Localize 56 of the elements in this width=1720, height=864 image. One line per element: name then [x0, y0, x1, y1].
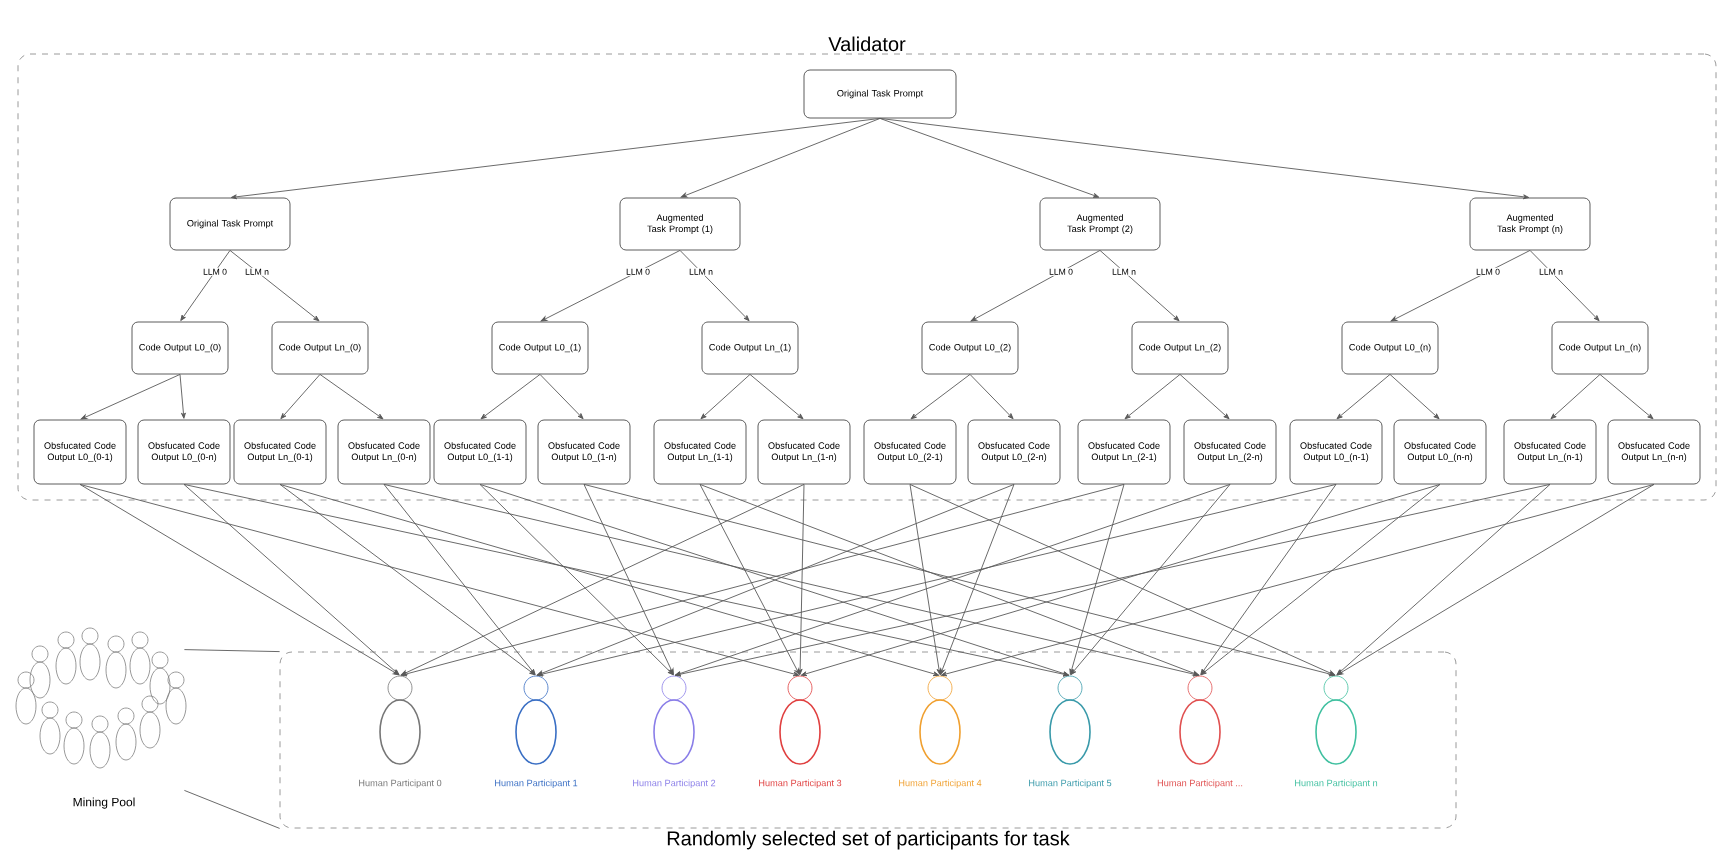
arrow	[229, 249, 320, 322]
arrow	[797, 483, 805, 675]
arrow	[479, 483, 674, 676]
arrow	[1200, 483, 1441, 676]
arrow	[179, 373, 186, 419]
arrow	[969, 373, 1014, 420]
arrow	[583, 483, 674, 675]
arrow	[679, 249, 750, 322]
arrow	[79, 483, 800, 677]
arrow	[319, 373, 384, 420]
arrow	[1200, 483, 1337, 676]
arrow	[940, 483, 1015, 675]
arrow	[1599, 373, 1654, 420]
arrow	[940, 483, 1655, 677]
arrow	[540, 249, 681, 322]
arrow	[910, 373, 971, 420]
node-label: Randomly selected set of participants for task	[667, 830, 1070, 850]
arrow	[909, 483, 942, 675]
arrow	[1336, 483, 1655, 676]
arrow	[909, 483, 1336, 676]
arrow	[1124, 373, 1181, 420]
arrow	[970, 249, 1101, 322]
arrow	[674, 483, 1551, 677]
arrow	[749, 373, 804, 420]
arrow	[699, 483, 800, 675]
arrow	[180, 249, 231, 321]
arrow	[800, 483, 1441, 677]
arrow	[879, 117, 1530, 200]
node-label: Validator	[828, 36, 906, 52]
arrow	[383, 483, 536, 676]
arrow	[680, 117, 881, 198]
arrow	[183, 483, 1070, 677]
arrow	[80, 373, 181, 420]
arrow	[1069, 483, 1125, 675]
arrow	[1389, 373, 1440, 420]
arrow	[1179, 373, 1230, 420]
arrow	[879, 117, 1100, 198]
arrow	[1336, 373, 1391, 420]
arrow	[280, 373, 321, 420]
arrow	[479, 483, 1070, 676]
arrow	[1390, 249, 1531, 322]
arrow	[539, 373, 584, 420]
arrow	[1070, 483, 1231, 676]
arrow	[1550, 373, 1601, 420]
arrow	[700, 373, 751, 420]
arrow	[480, 373, 541, 420]
arrow	[536, 483, 1015, 676]
arrow	[279, 483, 940, 677]
arrow	[79, 483, 400, 676]
arrow	[1336, 483, 1551, 676]
arrow	[400, 483, 805, 676]
arrow	[1529, 249, 1600, 322]
arrow	[1099, 249, 1180, 322]
arrow	[230, 117, 881, 200]
arrow	[279, 483, 536, 676]
arrow	[183, 483, 400, 676]
